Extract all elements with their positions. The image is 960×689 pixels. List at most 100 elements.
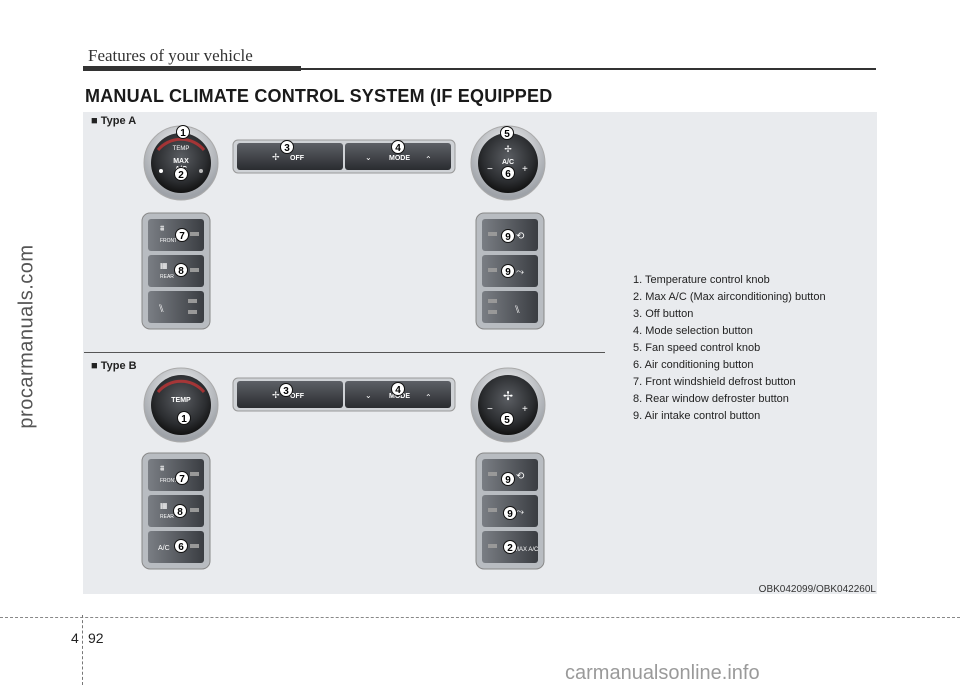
type-divider: [84, 352, 605, 353]
fan-icon-knob-a: ✢: [504, 145, 512, 155]
callout-2-b: 2: [503, 540, 517, 554]
callout-5-a: 5: [500, 126, 514, 140]
callout-9-b2: 9: [503, 506, 517, 520]
svg-text:A/C: A/C: [158, 545, 170, 552]
svg-text:⟲: ⟲: [516, 471, 525, 482]
fan-icon-a: ✢: [272, 153, 280, 163]
svg-text:3: 3: [284, 143, 290, 154]
svg-text:⩩: ⩩: [160, 224, 165, 233]
header-rule: [301, 68, 876, 70]
svg-text:+: +: [522, 404, 528, 415]
svg-text:9: 9: [505, 267, 511, 278]
svg-text:+: +: [522, 164, 528, 175]
svg-text:2: 2: [507, 543, 513, 554]
svg-text:8: 8: [177, 507, 183, 518]
callout-3-b: 3: [279, 383, 293, 397]
svg-text:−: −: [487, 404, 493, 415]
off-label-a: OFF: [290, 155, 305, 162]
svg-text:8: 8: [178, 266, 184, 277]
legend-item-3: 3. Off button: [633, 308, 694, 320]
top-bar-type-b: ✢ OFF ⌄ MODE ⌃: [232, 377, 456, 412]
section-title: MANUAL CLIMATE CONTROL SYSTEM (IF EQUIPP…: [85, 86, 553, 106]
callout-8-b: 8: [173, 504, 187, 518]
mode-label-a: MODE: [389, 155, 410, 162]
svg-text:REAR: REAR: [160, 274, 174, 280]
legend-item-8: 8. Rear window defroster button: [633, 393, 789, 405]
chevron-down-icon: ⌄: [365, 153, 372, 162]
callout-8-a: 8: [174, 263, 188, 277]
callout-2-a: 2: [174, 167, 188, 181]
svg-text:2: 2: [178, 170, 184, 181]
fan-ac-label-a: A/C: [502, 159, 514, 166]
svg-text:4: 4: [395, 143, 401, 154]
callout-7-a: 7: [175, 228, 189, 242]
legend-item-2: 2. Max A/C (Max airconditioning) button: [633, 291, 826, 303]
callout-6-b: 6: [174, 539, 188, 553]
svg-text:⤳: ⤳: [516, 267, 524, 278]
svg-text:7: 7: [179, 474, 185, 485]
type-b-label: ■ Type B: [91, 360, 137, 372]
legend-item-4: 4. Mode selection button: [633, 325, 753, 337]
svg-text:▦: ▦: [160, 261, 168, 270]
svg-text:6: 6: [505, 169, 511, 180]
svg-text:−: −: [487, 164, 493, 175]
svg-text:✢: ✢: [503, 389, 513, 403]
callout-3-a: 3: [280, 140, 294, 154]
fan-knob-type-a: ✢ A/C − +: [470, 125, 546, 201]
svg-text:5: 5: [504, 129, 510, 140]
footer-divider: [82, 615, 84, 685]
svg-text:5: 5: [504, 415, 510, 426]
svg-text:⌃: ⌃: [425, 393, 432, 402]
callout-markers: 1 2 3 4 5 6 7 8 9 9 1 3 4 5 7 8 6 9 9 2: [173, 125, 517, 554]
legend-list: 1. Temperature control knob 2. Max A/C (…: [633, 272, 826, 425]
callout-9-a2: 9: [501, 264, 515, 278]
svg-text:⩩: ⩩: [160, 464, 165, 473]
callout-9-b1: 9: [501, 472, 515, 486]
svg-text:FRONT: FRONT: [160, 238, 177, 244]
svg-text:6: 6: [178, 542, 184, 553]
svg-text:⤳: ⤳: [516, 507, 524, 518]
side-watermark: procarmanuals.com: [15, 244, 38, 429]
mode-label-b: MODE: [389, 393, 410, 400]
max-ac-label: MAX A/C: [514, 547, 539, 553]
legend-item-9: 9. Air intake control button: [633, 410, 761, 422]
max-label-a: MAX: [173, 158, 189, 165]
top-bar-type-a: ✢ OFF ⌄ MODE ⌃: [232, 139, 456, 174]
bottom-watermark: carmanualsonline.info: [565, 662, 760, 684]
callout-1-a: 1: [176, 125, 190, 139]
callout-9-a1: 9: [501, 229, 515, 243]
svg-text:9: 9: [507, 509, 513, 520]
svg-text:⑊: ⑊: [158, 302, 165, 315]
svg-text:4: 4: [395, 385, 401, 396]
svg-text:REAR: REAR: [160, 514, 174, 520]
svg-text:⟲: ⟲: [516, 231, 525, 242]
chevron-up-icon: ⌃: [425, 155, 432, 164]
figure-code: OBK042099/OBK042260L: [758, 584, 876, 595]
svg-text:1: 1: [180, 128, 186, 139]
callout-4-a: 4: [391, 140, 405, 154]
legend-item-7: 7. Front windshield defrost button: [633, 376, 796, 388]
svg-text:✢: ✢: [272, 391, 280, 401]
temp-label-a: TEMP: [173, 146, 190, 152]
callout-7-b: 7: [175, 471, 189, 485]
svg-text:▦: ▦: [160, 501, 168, 510]
svg-text:FRONT: FRONT: [160, 478, 177, 484]
off-label-b: OFF: [290, 393, 305, 400]
page-number: 92: [88, 630, 104, 646]
svg-text:⑊: ⑊: [514, 303, 521, 316]
callout-4-b: 4: [391, 382, 405, 396]
legend-item-6: 6. Air conditioning button: [633, 359, 754, 371]
fan-knob-type-b: ✢ − +: [470, 367, 546, 443]
temp-knob-type-b: TEMP: [143, 367, 219, 443]
svg-text:7: 7: [179, 231, 185, 242]
legend-item-5: 5. Fan speed control knob: [633, 342, 761, 354]
callout-6-a: 6: [501, 166, 515, 180]
svg-text:1: 1: [181, 414, 187, 425]
svg-text:3: 3: [283, 386, 289, 397]
svg-text:9: 9: [505, 232, 511, 243]
running-header: Features of your vehicle: [88, 46, 253, 65]
type-a-label: ■ Type A: [91, 115, 137, 127]
footer-rule: [0, 617, 960, 618]
callout-5-b: 5: [500, 412, 514, 426]
